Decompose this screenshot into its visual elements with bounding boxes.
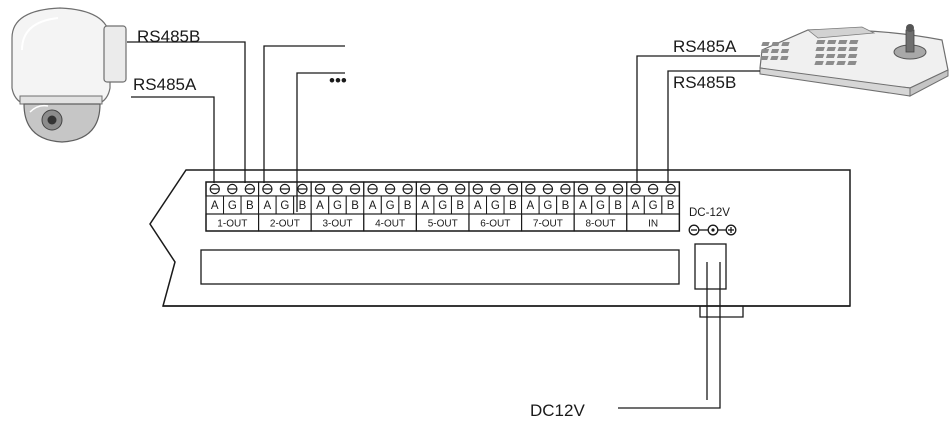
pin-label: B — [404, 200, 412, 212]
pin-label: B — [351, 200, 359, 212]
dc-power-jack: DC-12V — [688, 207, 737, 290]
keyboard-rs485b-wire — [667, 70, 760, 183]
camera-rs485b-label: RS485B — [137, 27, 200, 46]
pin-label: G — [438, 200, 447, 212]
pin-label: A — [369, 200, 377, 212]
dc-wire-3 — [699, 306, 744, 318]
pin-label: B — [509, 200, 517, 212]
pin-label: B — [614, 200, 622, 212]
pin-label: G — [543, 200, 552, 212]
pin-label: G — [333, 200, 342, 212]
pin-label: G — [491, 200, 500, 212]
port-name-label: 6-OUT — [480, 219, 510, 230]
out2-b-wire — [296, 72, 345, 212]
joystick — [893, 24, 927, 60]
pin-label: B — [667, 200, 675, 212]
pin-label: A — [421, 200, 429, 212]
pin-label: G — [596, 200, 605, 212]
pin-label: B — [299, 200, 307, 212]
camera-rs485a-wire — [131, 96, 215, 183]
terminal-block-border — [205, 181, 681, 232]
pin-label: B — [246, 200, 254, 212]
port-name-label: 7-OUT — [533, 219, 563, 230]
speed-dome-camera — [11, 7, 127, 143]
port-name-label: 4-OUT — [375, 219, 405, 230]
pin-label: A — [264, 200, 272, 212]
pin-label: G — [280, 200, 289, 212]
control-keyboard — [759, 24, 949, 97]
port-name-label: 3-OUT — [323, 219, 353, 230]
keyboard-rs485a-label: RS485A — [673, 37, 737, 56]
wires — [127, 41, 760, 409]
camera-rs485b-wire — [127, 41, 246, 183]
keyboard-rs485b-label: RS485B — [673, 73, 736, 92]
pin-label: A — [579, 200, 587, 212]
pin-label: B — [562, 200, 570, 212]
out2-a-wire — [263, 45, 345, 183]
port-name-label: 8-OUT — [586, 219, 616, 230]
pin-label: A — [316, 200, 324, 212]
pin-label: A — [527, 200, 535, 212]
port-name-label: IN — [648, 219, 658, 230]
pin-label: B — [456, 200, 464, 212]
ellipsis-label: ••• — [329, 71, 347, 90]
dc-input-label: DC12V — [530, 401, 585, 420]
port-name-label: 2-OUT — [270, 219, 300, 230]
pin-label: A — [632, 200, 640, 212]
dc-jack-label: DC-12V — [689, 207, 730, 219]
port-name-label: 5-OUT — [428, 219, 458, 230]
pin-label: A — [211, 200, 219, 212]
pin-label: G — [386, 200, 395, 212]
port-name-label: 1-OUT — [217, 219, 247, 230]
dc-socket[interactable] — [694, 243, 727, 290]
pin-label: A — [474, 200, 482, 212]
pin-label: G — [649, 200, 658, 212]
front-panel-slot — [200, 249, 680, 285]
keypad — [760, 40, 859, 65]
keyboard-rs485a-wire — [636, 55, 760, 183]
dc-wire-1 — [618, 262, 721, 409]
camera-rs485a-label: RS485A — [133, 75, 197, 94]
pin-label: G — [228, 200, 237, 212]
